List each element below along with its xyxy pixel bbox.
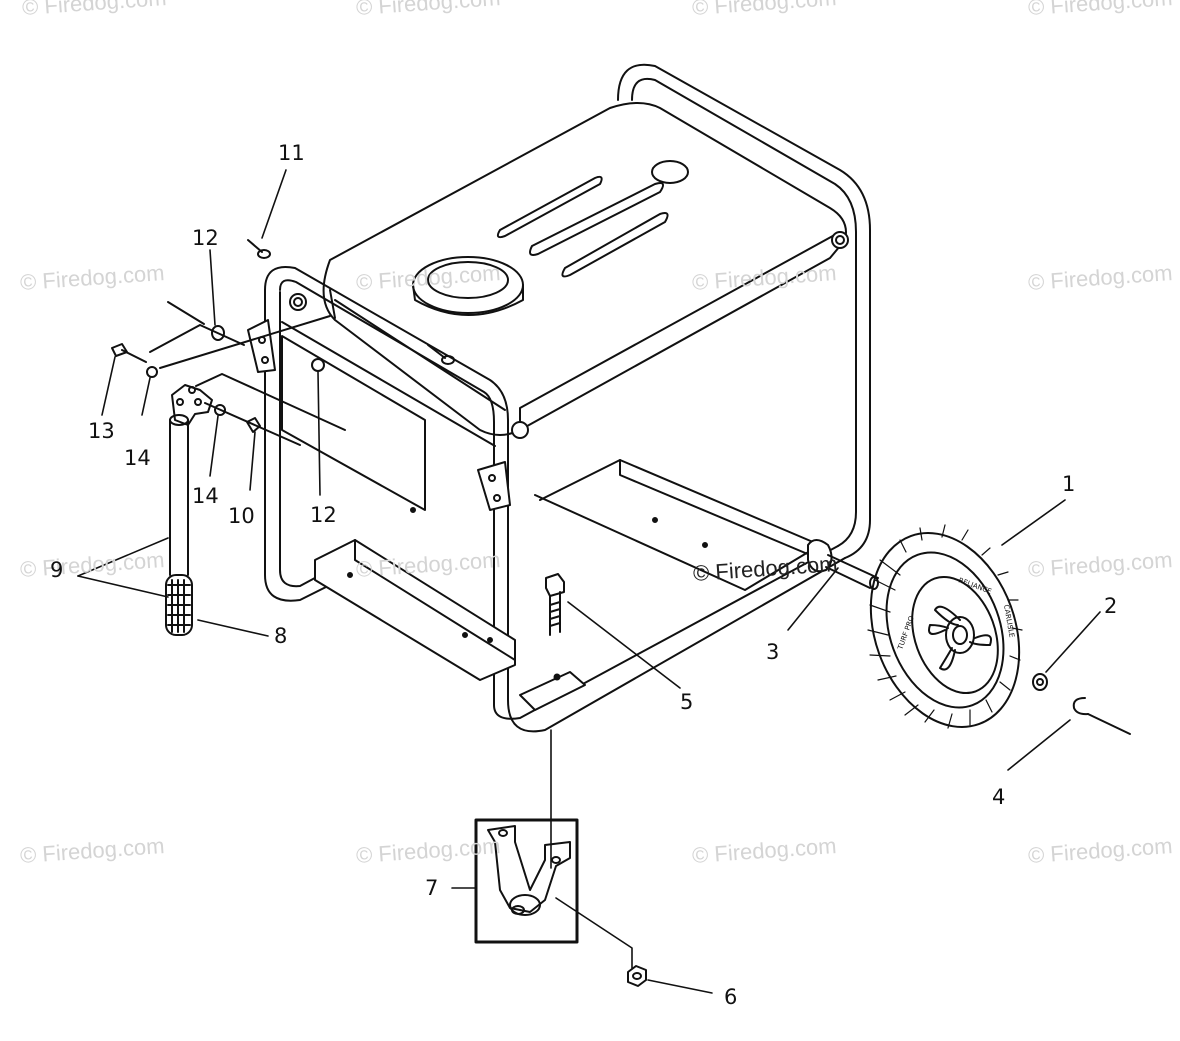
bolt-5 [545, 573, 565, 636]
pin-part [247, 239, 271, 259]
pin-part-2 [427, 344, 455, 365]
callout-7: 7 [425, 876, 439, 900]
callout-12-panel: 12 [310, 503, 337, 527]
callout-11: 11 [278, 141, 305, 165]
washer-2 [1032, 673, 1048, 691]
foot-bracket-mounted [519, 671, 586, 711]
washer-14b [214, 404, 226, 416]
callout-8: 8 [274, 624, 288, 648]
callout-1: 1 [1062, 472, 1076, 496]
fuel-tank [322, 102, 847, 436]
bolt-13 [111, 343, 147, 363]
callout-6: 6 [724, 985, 738, 1009]
handle-grip [165, 574, 193, 636]
callout-10: 10 [228, 504, 255, 528]
callout-4: 4 [992, 785, 1006, 809]
detail-box [474, 818, 579, 944]
handle-assembly [169, 384, 213, 576]
callout-14-right: 14 [192, 484, 219, 508]
wheel [867, 524, 1023, 729]
callout-14-left: 14 [124, 446, 151, 470]
callout-2: 2 [1104, 594, 1118, 618]
washer-12a [211, 325, 225, 341]
e-clip-4 [1072, 697, 1089, 716]
callout-5: 5 [680, 690, 694, 714]
callout-12-top: 12 [192, 226, 219, 250]
callout-9: 9 [50, 558, 64, 582]
leader-lines [77, 169, 1101, 994]
axle [807, 539, 879, 590]
tube-frame [264, 63, 871, 733]
washer-14a [146, 366, 158, 378]
hinge-bracket-bottom [477, 461, 511, 511]
hinge-bracket-top [247, 319, 276, 373]
callout-13: 13 [88, 419, 115, 443]
nut-6 [627, 965, 647, 987]
control-panel [281, 321, 496, 513]
rubber-foot [487, 825, 571, 916]
callout-3: 3 [766, 640, 780, 664]
